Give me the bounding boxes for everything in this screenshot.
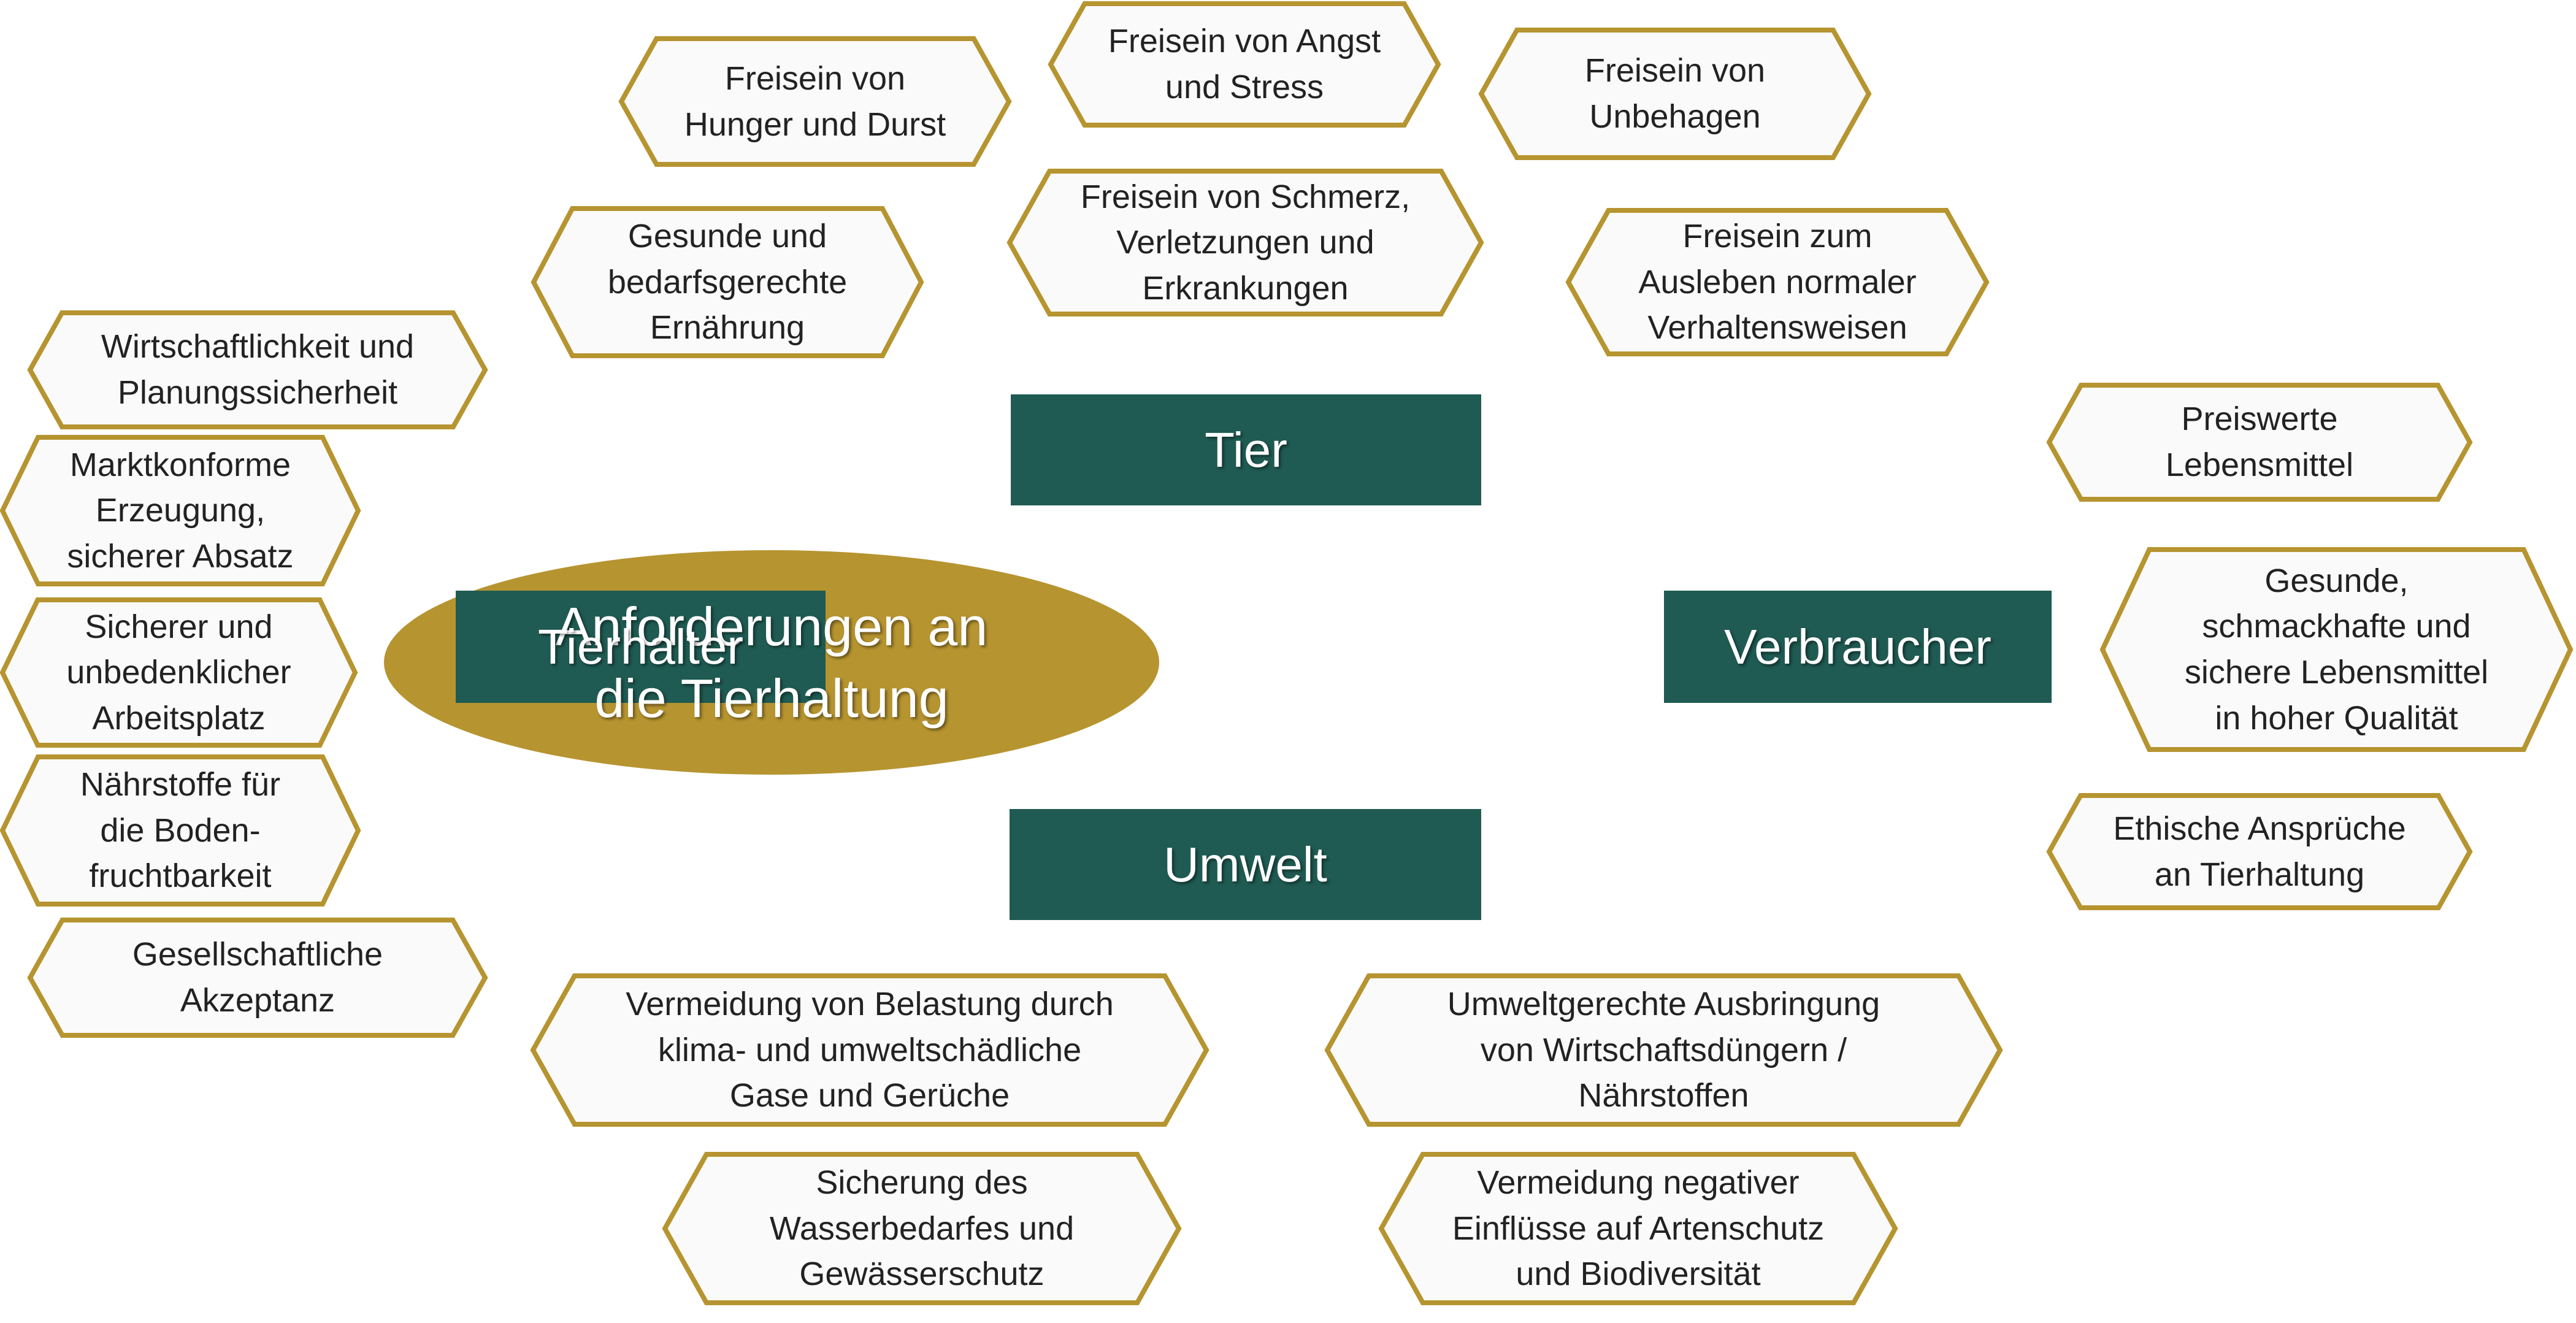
requirement-hex-tier-1-shape bbox=[618, 36, 1012, 167]
requirement-hex-verbraucher-3: Ethische Ansprüche an Tierhaltung bbox=[2066, 796, 2453, 908]
category-label-umwelt: Umwelt bbox=[1163, 837, 1327, 892]
requirement-hex-tier-5-label: Freisein von Schmerz, Verletzungen und E… bbox=[1080, 178, 1411, 307]
requirement-hex-verbraucher-1-label: Preiswerte Lebensmittel bbox=[2165, 401, 2354, 483]
requirement-hex-tier-6-shape bbox=[1565, 208, 1990, 356]
requirement-hex-tier-1: Freisein von Hunger und Durst bbox=[641, 39, 990, 164]
requirement-hex-tierhalter-5-shape bbox=[27, 918, 488, 1038]
requirement-hex-tier-6-label: Freisein zum Ausleben normaler Verhalten… bbox=[1638, 218, 1917, 347]
requirement-hex-verbraucher-3-shape bbox=[2046, 793, 2473, 910]
requirement-hex-tier-5-shape bbox=[1006, 169, 1484, 316]
requirement-hex-umwelt-2-shape bbox=[1324, 973, 2003, 1127]
requirement-hex-tierhalter-2-shape bbox=[0, 435, 361, 586]
requirement-hex-tierhalter-2-label: Marktkonforme Erzeugung, sicherer Absatz bbox=[67, 446, 294, 575]
requirement-hex-tierhalter-5: Gesellschaftliche Akzeptanz bbox=[48, 920, 467, 1035]
requirement-hex-umwelt-1-shape bbox=[530, 973, 1209, 1127]
requirement-hex-tierhalter-2: Marktkonforme Erzeugung, sicherer Absatz bbox=[22, 437, 339, 584]
center-label: Anforderungen an die Tierhaltung bbox=[555, 596, 988, 729]
requirement-hex-tierhalter-1: Wirtschaftlichkeit und Planungssicherhei… bbox=[48, 313, 468, 427]
requirement-hex-tier-3: Freisein von Unbehagen bbox=[1501, 30, 1849, 158]
requirement-hex-tier-2-shape bbox=[1048, 1, 1441, 128]
requirement-hex-umwelt-2-label: Umweltgerechte Ausbringung von Wirtschaf… bbox=[1447, 986, 1880, 1114]
category-box-tierhalter bbox=[456, 591, 826, 703]
requirement-hex-tier-4-shape bbox=[531, 206, 924, 358]
requirement-hex-umwelt-1-label: Vermeidung von Belastung durch klima- un… bbox=[626, 986, 1114, 1114]
category-label-verbraucher: Verbraucher bbox=[1724, 619, 1991, 674]
requirement-hex-tier-2-label: Freisein von Angst und Stress bbox=[1108, 23, 1381, 105]
requirement-hex-umwelt-1: Vermeidung von Belastung durch klima- un… bbox=[556, 976, 1183, 1124]
requirement-hex-verbraucher-2: Gesunde, schmackhafte und sichere Lebens… bbox=[2128, 550, 2545, 750]
requirement-hex-tier-4: Gesunde und bedarfsgerechte Ernährung bbox=[555, 209, 900, 356]
requirement-hex-tier-4-label: Gesunde und bedarfsgerechte Ernährung bbox=[607, 218, 848, 347]
requirement-hex-verbraucher-1: Preiswerte Lebensmittel bbox=[2067, 385, 2453, 499]
requirement-hex-umwelt-4: Vermeidung negativer Einflüsse auf Arten… bbox=[1404, 1154, 1872, 1303]
requirement-hex-tierhalter-4: Nährstoffe für die Boden- fruchtbarkeit bbox=[22, 757, 339, 904]
requirement-hex-verbraucher-1-shape bbox=[2046, 383, 2473, 502]
requirement-hex-verbraucher-2-shape bbox=[2099, 547, 2574, 752]
requirement-hex-umwelt-3-label: Sicherung des Wasserbedarfes und Gewässe… bbox=[769, 1164, 1075, 1293]
category-box-tier bbox=[1011, 394, 1481, 505]
requirement-hex-umwelt-3-shape bbox=[662, 1152, 1182, 1305]
requirement-hex-tierhalter-4-label: Nährstoffe für die Boden- fruchtbarkeit bbox=[80, 766, 281, 895]
requirement-hex-umwelt-4-shape bbox=[1378, 1152, 1898, 1305]
category-label-tier: Tier bbox=[1205, 422, 1287, 477]
requirement-hex-tier-3-label: Freisein von Unbehagen bbox=[1584, 52, 1766, 135]
requirement-hex-tier-5: Freisein von Schmerz, Verletzungen und E… bbox=[1032, 171, 1459, 314]
requirement-hex-umwelt-2: Umweltgerechte Ausbringung von Wirtschaf… bbox=[1350, 976, 1977, 1124]
requirement-hex-tier-1-label: Freisein von Hunger und Durst bbox=[684, 59, 946, 143]
requirement-hex-verbraucher-2-label: Gesunde, schmackhafte und sichere Lebens… bbox=[2184, 562, 2489, 737]
category-box-umwelt bbox=[1010, 809, 1481, 920]
requirement-hex-umwelt-3: Sicherung des Wasserbedarfes und Gewässe… bbox=[688, 1154, 1156, 1303]
requirement-hex-tierhalter-1-label: Wirtschaftlichkeit und Planungssicherhei… bbox=[101, 328, 415, 411]
requirement-hex-tierhalter-5-label: Gesellschaftliche Akzeptanz bbox=[132, 936, 383, 1019]
requirement-hex-tierhalter-3: Sicherer und unbedenklicher Arbeitsplatz bbox=[22, 600, 336, 745]
requirement-hex-tier-3-shape bbox=[1478, 28, 1872, 160]
requirement-hex-umwelt-4-label: Vermeidung negativer Einflüsse auf Arten… bbox=[1452, 1164, 1825, 1293]
requirement-hex-tier-6: Freisein zum Ausleben normaler Verhalten… bbox=[1590, 210, 1965, 354]
category-label-tierhalter: Tierhalter bbox=[538, 619, 743, 674]
requirement-hex-tierhalter-3-label: Sicherer und unbedenklicher Arbeitsplatz bbox=[66, 608, 291, 737]
requirement-hex-tierhalter-4-shape bbox=[0, 754, 361, 907]
requirement-hex-tierhalter-3-shape bbox=[0, 597, 358, 748]
requirement-hex-tier-2: Freisein von Angst und Stress bbox=[1069, 4, 1419, 125]
requirement-hex-tierhalter-1-shape bbox=[27, 310, 488, 429]
category-box-verbraucher bbox=[1664, 591, 2052, 703]
requirement-hex-verbraucher-3-label: Ethische Ansprüche an Tierhaltung bbox=[2113, 810, 2406, 893]
